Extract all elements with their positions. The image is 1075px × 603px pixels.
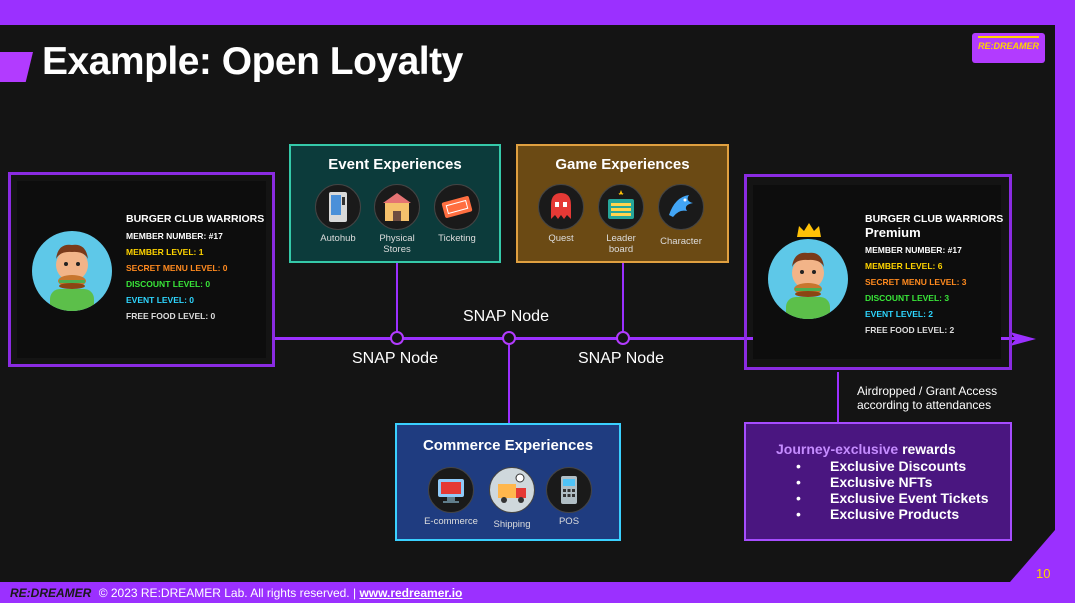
discount-level: DISCOUNT LEVEL: 3: [865, 293, 950, 303]
reward-item: Exclusive NFTs: [830, 474, 933, 490]
snap-node-1: [390, 331, 404, 345]
event-item-label: Ticketing: [438, 233, 476, 244]
member-level: MEMBER LEVEL: 6: [865, 261, 943, 271]
game-item-label: Quest: [548, 233, 574, 244]
shipping-icon: [498, 473, 526, 503]
page-title: Example: Open Loyalty: [42, 40, 463, 83]
burger-eater-icon: [786, 252, 830, 319]
game-item-quest: Quest: [538, 184, 584, 244]
footer-copyright: © 2023 RE:DREAMER Lab. All rights reserv…: [98, 586, 357, 600]
reward-item: Exclusive Event Tickets: [830, 490, 989, 506]
discount-level: DISCOUNT LEVEL: 0: [126, 279, 211, 289]
footer-logo: RE:DREAMER: [10, 586, 92, 600]
commerce-experiences-title: Commerce Experiences: [422, 437, 594, 454]
timeline-arrow-icon: [1010, 332, 1036, 346]
avatar: [32, 231, 112, 311]
pos-icon: [561, 476, 577, 504]
snap-node-label-2: SNAP Node: [463, 308, 549, 325]
commerce-item-pos: POS: [546, 467, 592, 527]
rewards-box: Journey-exclusive rewards • Exclusive Di…: [744, 422, 1012, 541]
avatar: [768, 239, 848, 319]
event-item-autohub: Autohub: [315, 184, 361, 244]
airdrop-connector: [837, 372, 839, 422]
event-item-label: Autohub: [320, 233, 356, 244]
commerce-item-label: Shipping: [493, 519, 531, 530]
brand-logo-text: RE:DREAMER: [977, 41, 1039, 51]
game-item-label: Character: [660, 236, 702, 247]
crown-icon: [797, 223, 821, 237]
leaderboard-icon: [608, 190, 634, 219]
commerce-item-label: E-commerce: [424, 516, 478, 527]
commerce-connector: [508, 345, 510, 423]
bullet-icon: •: [796, 490, 801, 506]
airdrop-line-2: according to attendances: [857, 398, 992, 412]
event-connector: [396, 262, 398, 332]
airdrop-label: Airdropped / Grant Access according to a…: [857, 384, 997, 412]
footer: RE:DREAMER © 2023 RE:DREAMER Lab. All ri…: [10, 586, 462, 600]
member-club-name: BURGER CLUB WARRIORS: [865, 213, 1004, 225]
snap-node-3: [616, 331, 630, 345]
game-item-leaderboard: Leader board: [598, 184, 644, 255]
game-experiences-title: Game Experiences: [555, 156, 690, 173]
snap-node-2: [502, 331, 516, 345]
reward-item: Exclusive Discounts: [830, 458, 967, 474]
commerce-item-shipping: Shipping: [489, 467, 535, 530]
game-item-character: Character: [658, 184, 704, 247]
event-item-label: Physical Stores: [379, 233, 415, 255]
store-icon: [383, 193, 411, 221]
event-experiences-title: Event Experiences: [328, 156, 462, 173]
commerce-item-ecommerce: E-commerce: [424, 467, 478, 527]
snap-node-label-3: SNAP Node: [578, 350, 664, 367]
ecommerce-icon: [438, 479, 464, 503]
game-connector: [622, 262, 624, 332]
member-card-premium: BURGER CLUB WARRIORS Premium MEMBER NUMB…: [744, 174, 1012, 370]
game-experiences-box: Game Experiences Quest Leader board Char…: [516, 144, 729, 263]
member-number: MEMBER NUMBER: #17: [865, 245, 962, 255]
event-experiences-box: Event Experiences Autohub Physical Store…: [289, 144, 501, 263]
rewards-title: Journey-exclusive rewards: [776, 441, 956, 457]
member-tier: Premium: [865, 225, 921, 240]
free-food-level: FREE FOOD LEVEL: 0: [126, 311, 216, 321]
free-food-level: FREE FOOD LEVEL: 2: [865, 325, 955, 335]
game-item-label: Leader board: [606, 233, 636, 255]
burger-eater-icon: [50, 244, 94, 311]
page-number: 10: [1036, 566, 1051, 581]
snap-node-label-1: SNAP Node: [352, 350, 438, 367]
member-number: MEMBER NUMBER: #17: [126, 231, 223, 241]
member-club-name: BURGER CLUB WARRIORS: [126, 213, 265, 225]
ticket-icon: [441, 196, 473, 218]
bullet-icon: •: [796, 506, 801, 522]
secret-menu-level: SECRET MENU LEVEL: 3: [865, 277, 967, 287]
bullet-icon: •: [796, 458, 801, 474]
dragon-icon: [669, 195, 693, 217]
brand-logo: RE:DREAMER: [972, 33, 1045, 63]
event-item-ticketing: Ticketing: [434, 184, 480, 244]
rewards-title-highlight: Journey-exclusive: [776, 441, 899, 457]
commerce-experiences-box: Commerce Experiences E-commerce Shipping…: [395, 423, 621, 541]
event-level: EVENT LEVEL: 0: [126, 295, 195, 305]
secret-menu-level: SECRET MENU LEVEL: 0: [126, 263, 228, 273]
ghost-icon: [551, 193, 571, 219]
commerce-item-label: POS: [558, 516, 580, 527]
bullet-icon: •: [796, 474, 801, 490]
vending-machine-icon: [329, 192, 347, 222]
event-level: EVENT LEVEL: 2: [865, 309, 934, 319]
rewards-title-rest: rewards: [902, 441, 956, 457]
footer-website-link[interactable]: www.redreamer.io: [359, 586, 463, 600]
timeline-line: [275, 337, 1020, 340]
reward-item: Exclusive Products: [830, 506, 960, 522]
member-card-basic: BURGER CLUB WARRIORS MEMBER NUMBER: #17 …: [8, 172, 275, 367]
event-item-physical-stores: Physical Stores: [374, 184, 420, 255]
airdrop-line-1: Airdropped / Grant Access: [857, 384, 998, 398]
member-level: MEMBER LEVEL: 1: [126, 247, 204, 257]
